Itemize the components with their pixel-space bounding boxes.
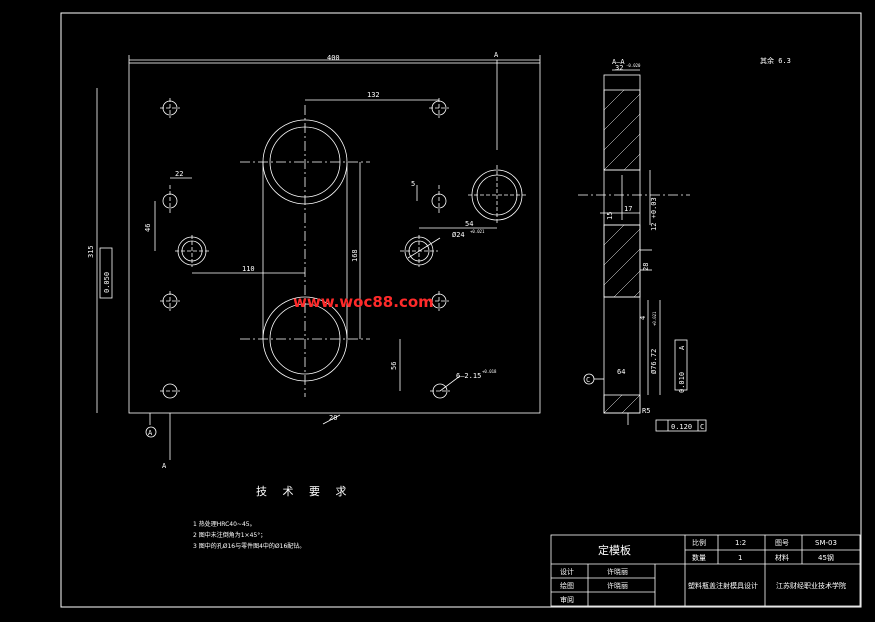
dim-5: 5 [411,180,415,188]
material-label: 材料 [775,553,789,562]
dim-315: 315 [87,245,95,258]
dim-168: 168 [351,249,359,262]
dim-54: 54 [465,220,473,228]
perp2-value: 0.120 [671,423,692,431]
plate-outline [128,62,541,414]
perp2-datum: C [700,423,704,431]
drawing-no-value: SM-03 [815,539,837,547]
section-mark-bottom: A [162,462,167,470]
dim-d24: Ø24 [452,231,465,239]
drawing-no-label: 图号 [775,539,789,547]
scale-value: 1:2 [735,539,746,547]
sec-dim-12: 12 +0.03 [650,197,658,231]
datum-c: C [586,376,590,384]
sec-dim-7672: Ø76.72 [650,349,658,374]
sec-dim-15: 15 [606,212,614,220]
front-view [96,55,541,460]
sec-dim-32: 32 [615,64,623,72]
design-label: 设计 [560,567,574,576]
dim-56: 56 [390,362,398,370]
title-block [550,534,861,607]
dim-2x15: 6–2.15 [456,372,481,380]
requirement-2: 2 图中未注倒角为1×45°； [193,531,266,539]
dim-46: 46 [144,224,152,232]
dim-d24-tol: +0.021 [470,229,485,234]
review-label: 审阅 [560,595,574,604]
dim-132: 132 [367,91,380,99]
requirements-title: 技 术 要 求 [256,485,353,498]
dim-22: 22 [175,170,183,178]
watermark: www.woc88.com [293,293,434,311]
flatness-value: 0.050 [103,272,111,293]
draw-label: 绘图 [560,581,574,590]
project-name: 塑料瓶盖注射模具设计 [688,581,758,590]
section-view [578,69,707,432]
requirement-3: 3 图中的孔Ø16与零件图4中的Ø16配钻。 [193,542,305,550]
sec-dim-64: 64 [617,368,625,376]
sec-dim-28: 28 [642,263,650,271]
datum-a: A [148,429,153,437]
roughness-note: 其余 6.3 [760,56,791,65]
scale-label: 比例 [692,538,706,547]
sec-dim-4: 4 [639,316,647,320]
qty-value: 1 [738,554,742,562]
dim-20: 20 [329,414,337,422]
section-label: A—A [612,58,625,66]
sec-dim-17: 17 [624,205,632,213]
perp1-datum: A [678,345,686,350]
school-name: 江苏财经职业技术学院 [776,581,846,590]
section-mark-top: A [494,51,499,59]
draw-name: 许晓丽 [607,581,628,590]
design-name: 许晓丽 [607,567,628,576]
sec-dim-7672-tol: +0.021 [652,311,657,326]
material-value: 45钢 [818,553,834,562]
sec-dim-r: R5 [642,407,650,415]
part-name: 定模板 [598,543,631,557]
dim-110: 110 [242,265,255,273]
requirement-1: 1 热处理HRC40~45。 [193,520,256,528]
perp1-value: 0.010 [678,372,686,393]
dim-400: 400 [327,54,340,62]
drawing-frame [60,12,862,608]
dim-2x15-tol: +0.018 [482,369,497,374]
qty-label: 数量 [692,553,706,562]
sec-dim-32-tol: -0.020 [626,63,641,68]
